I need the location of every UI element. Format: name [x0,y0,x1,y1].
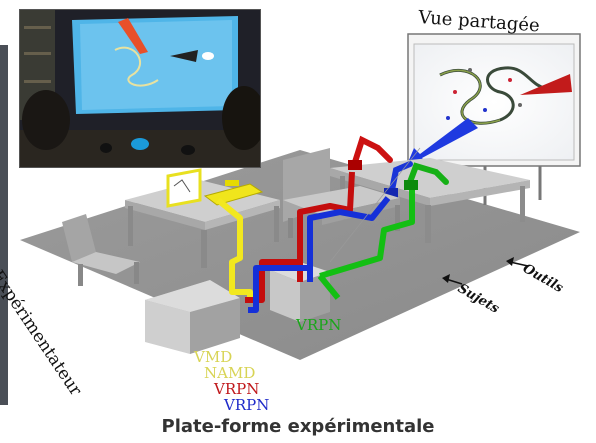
blue-pointer-arrow [404,118,478,172]
monitor [166,168,202,208]
subject-software-label: VRPN [296,316,342,334]
arrow-tools [506,257,529,267]
software-namd: NAMD [204,364,256,382]
haptic-arm-red [348,135,393,170]
cable-green [317,190,415,300]
cable-blue [248,196,391,313]
arrow-subjects [442,274,463,285]
haptic-arm-green [404,162,449,190]
inset-photo-scene [20,10,260,167]
software-vrpn-red: VRPN [214,380,260,398]
inset-photo [19,9,261,168]
computer-tower-left [145,280,240,354]
figure-caption: Plate-forme expérimentale [161,416,435,437]
left-edge-bar [0,45,8,405]
experimenter-chair [62,214,140,286]
haptic-arm-blue [384,161,413,198]
red-tool-cone [520,74,572,95]
cable-yellow [216,197,253,300]
software-vrpn-blue: VRPN [224,396,270,414]
software-vmd: VMD [194,348,233,366]
